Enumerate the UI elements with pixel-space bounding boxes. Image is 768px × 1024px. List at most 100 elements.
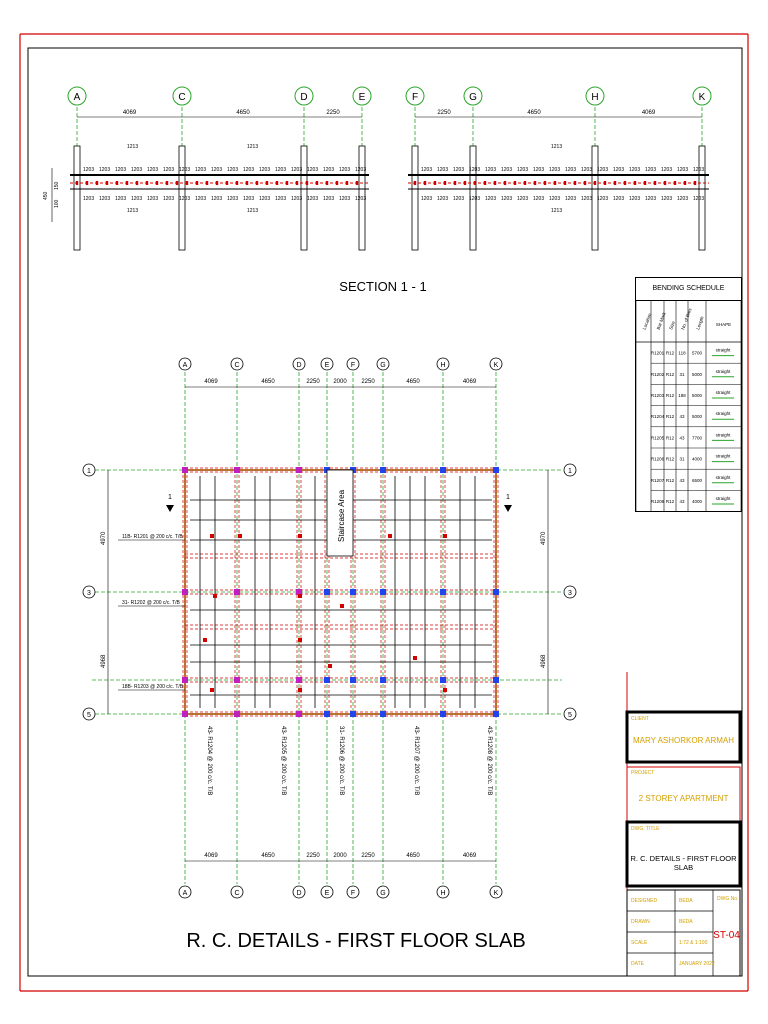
schedule-cell-mark: R1205: [651, 435, 665, 440]
bar-label-bottom: 1203: [195, 196, 206, 202]
dimension-label: 4069: [642, 110, 656, 116]
column: [296, 677, 302, 683]
rebar-marker: [298, 688, 302, 692]
rebar-dot: [185, 181, 189, 185]
bar-label-bottom: 1203: [131, 196, 142, 202]
rebar-dot: [175, 181, 179, 185]
section-column: [178, 145, 186, 251]
rebar-dot: [105, 181, 109, 185]
bending-schedule-title: BENDING SCHEDULE: [636, 278, 741, 301]
rebar-dot: [503, 181, 507, 185]
bar-label-bottom: 1203: [613, 196, 624, 202]
grid-row-bubble-right: [563, 463, 577, 477]
section-title: SECTION 1 - 1: [339, 279, 426, 294]
rebar-dot: [335, 181, 339, 185]
schedule-cell-size: R12: [666, 372, 675, 377]
section-column: [73, 145, 81, 251]
schedule-cell-mark: R1208: [651, 499, 665, 504]
level-label: 150: [54, 181, 60, 190]
bar-label-top: 1203: [437, 167, 448, 173]
schedule-header: Bar Mark: [656, 311, 667, 331]
grid-label: A: [74, 92, 81, 103]
rebar-note-vertical: 43- R1204 @ 200 c/c. T/B: [206, 726, 212, 795]
bar-label-bottom: 1203: [549, 196, 560, 202]
grid-bubble-bottom: [346, 885, 360, 899]
schedule-cell-no: 31: [679, 372, 685, 377]
schedule-cell-size: R12: [666, 499, 675, 504]
bar-label-bottom: 1203: [661, 196, 672, 202]
column: [493, 589, 499, 595]
rebar-dot: [315, 181, 319, 185]
rebar-dot: [533, 181, 537, 185]
rebar-dot: [355, 181, 359, 185]
column: [380, 467, 386, 473]
level-label: 450: [43, 191, 49, 200]
dwg-no-label: DWG No.: [717, 896, 739, 902]
rebar-dot: [453, 181, 457, 185]
schedule-header: SHAPE: [716, 322, 731, 327]
rebar-dot: [553, 181, 557, 185]
grid-row-label-right: 3: [568, 590, 572, 597]
bar-label-top: 1203: [243, 167, 254, 173]
grid-label-top: H: [440, 362, 445, 369]
column: [234, 711, 240, 717]
bar-label-bottom: 1203: [355, 196, 366, 202]
bar-label-bottom: 1203: [227, 196, 238, 202]
grid-bubble-bottom: [292, 885, 306, 899]
grid-bubble-bottom: [376, 885, 390, 899]
grid-label-top: K: [494, 362, 499, 369]
schedule-cell-no: 43: [679, 435, 685, 440]
rebar-dot: [285, 181, 289, 185]
schedule-cell-length: 5000: [692, 393, 703, 398]
grid-label-bottom: K: [494, 890, 499, 897]
schedule-cell-length: 4000: [692, 457, 703, 462]
schedule-cell-length: 5700: [692, 351, 703, 356]
grid-bubble-top: [292, 357, 306, 371]
schedule-cell-shape: straight: [716, 369, 732, 374]
dimension-label: 4069: [204, 853, 218, 859]
dimension-label: 2250: [361, 379, 375, 385]
rebar-dot: [663, 181, 667, 185]
column: [182, 677, 188, 683]
date-value: JANUARY 2022: [679, 961, 715, 967]
grid-bubble: [463, 86, 483, 106]
bar-label-bottom: 1203: [629, 196, 640, 202]
bar-label-top: 1203: [115, 167, 126, 173]
dimension-label: 2250: [306, 379, 320, 385]
grid-bubble: [294, 86, 314, 106]
title-block-frame: [625, 672, 742, 976]
dimension-label: 4069: [204, 379, 218, 385]
rebar-dot: [643, 181, 647, 185]
bar-label-bottom: 1203: [291, 196, 302, 202]
grid-row-label-left: 3: [87, 590, 91, 597]
rebar-marker: [298, 638, 302, 642]
rebar-dot: [583, 181, 587, 185]
section-marker-arrow: [166, 505, 174, 512]
schedule-cell-length: 7700: [692, 435, 703, 440]
bar-label-bottom: 1203: [211, 196, 222, 202]
bar-label-top: 1203: [693, 167, 704, 173]
bar-label-top: 1203: [469, 167, 480, 173]
bar-label-top: 1203: [211, 167, 222, 173]
grid-label: G: [469, 92, 477, 103]
rebar-dot: [215, 181, 219, 185]
rebar-dot: [593, 181, 597, 185]
grid-label-top: E: [325, 362, 330, 369]
bar-label-top: 1203: [147, 167, 158, 173]
schedule-cell-no: 31: [679, 457, 685, 462]
bar-label-bottom: 1203: [517, 196, 528, 202]
project-name: 2 STOREY APARTMENT: [638, 794, 729, 803]
schedule-cell-mark: R1206: [651, 457, 665, 462]
section-column: [698, 145, 706, 251]
bar-label-bottom: 1203: [275, 196, 286, 202]
bar-label-top: 1203: [485, 167, 496, 173]
bar-label-bottom: 1203: [307, 196, 318, 202]
rebar-dot: [653, 181, 657, 185]
bar-label-top: 1203: [677, 167, 688, 173]
rebar-dot: [305, 181, 309, 185]
rebar-dot: [613, 181, 617, 185]
grid-label-bottom: G: [380, 890, 385, 897]
rebar-marker: [340, 604, 344, 608]
